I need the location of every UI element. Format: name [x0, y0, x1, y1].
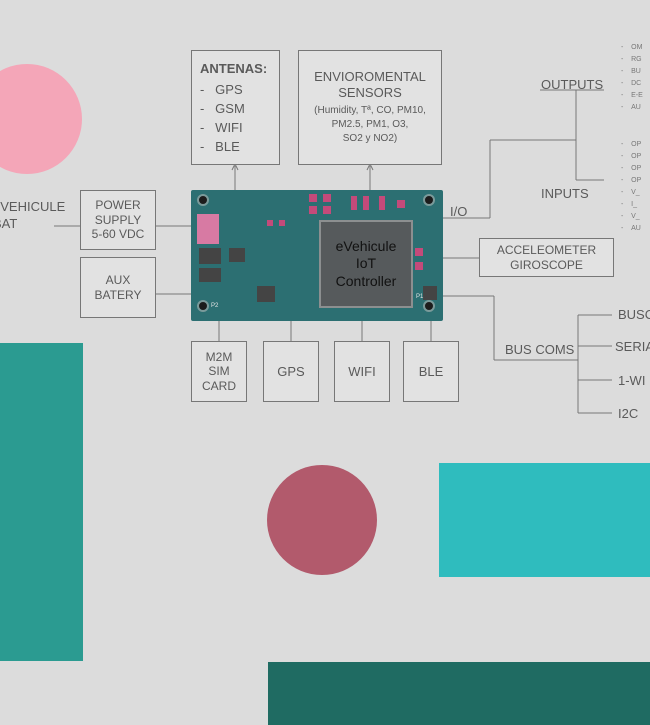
inputs-label: INPUTS	[541, 186, 589, 201]
maroon-circle	[267, 465, 377, 575]
input-item: - V_	[621, 189, 640, 196]
output-item: - BU	[621, 68, 641, 75]
mount-hole	[197, 300, 209, 312]
output-item: - AU	[621, 104, 641, 111]
input-item: - I_	[621, 201, 637, 208]
controller-line-3: Controller	[335, 272, 397, 289]
input-item: - OP	[621, 177, 642, 184]
input-item: - OP	[621, 165, 642, 172]
mount-hole	[423, 194, 435, 206]
bus-coms-label: BUS COMS	[505, 342, 575, 357]
gps-box: GPS	[263, 341, 319, 402]
sensors-line-3: SO2 y NO2)	[342, 132, 398, 144]
pcb-pad	[363, 196, 369, 210]
aux-battery-line-2: BATERY	[94, 287, 142, 302]
pcb-pad	[309, 206, 317, 214]
silk-label-p1: P1	[416, 294, 424, 300]
wifi-label: WIFI	[348, 363, 376, 379]
power-supply-box: POWER SUPPLY 5-60 VDC	[80, 190, 156, 250]
pcb-pad	[279, 220, 285, 226]
aux-battery-box: AUX BATERY	[80, 257, 156, 318]
teal-rect-bottom	[268, 662, 650, 725]
sensors-title-2: SENSORS	[338, 85, 402, 100]
sim-card-box: M2M SIM CARD	[191, 341, 247, 402]
wifi-box: WIFI	[334, 341, 390, 402]
input-item: - OP	[621, 141, 642, 148]
silk-label-p2: P2	[211, 303, 219, 309]
output-item: - E-E	[621, 92, 643, 99]
io-label: I/O	[450, 204, 468, 219]
gps-label: GPS	[277, 363, 305, 379]
accelerometer-line-1: ACCELEOMETER	[496, 243, 597, 258]
pcb-component	[229, 248, 245, 262]
antenas-item-ble: - BLE	[200, 138, 240, 154]
pcb-pad	[323, 194, 331, 202]
pcb-component	[199, 268, 221, 282]
pcb-component	[423, 286, 437, 300]
ble-label: BLE	[418, 363, 444, 379]
pcb-pad	[197, 214, 219, 244]
pcb-pad	[323, 206, 331, 214]
teal-rect-left	[0, 343, 83, 661]
sensors-line-1: (Humidity, Tª, CO, PM10,	[314, 104, 426, 116]
pcb-pad	[267, 220, 273, 226]
teal-rect-right	[439, 463, 650, 577]
antenas-item-gsm: - GSM	[200, 100, 245, 116]
sim-card-line-2: SIM	[208, 364, 230, 379]
bus-item-i2c: I2C	[618, 406, 639, 421]
controller-line-2: IoT	[355, 255, 377, 272]
pcb-pad	[351, 196, 357, 210]
controller-line-1: eVehicule	[335, 237, 397, 254]
pcb-pad	[379, 196, 385, 210]
controller-pcb: eVehicule IoT Controller P1 P2	[191, 190, 443, 321]
antenas-box: ANTENAS: - GPS - GSM - WIFI - BLE	[191, 50, 280, 165]
accelerometer-box: ACCELEOMETER GIROSCOPE	[479, 238, 614, 277]
mount-hole	[197, 194, 209, 206]
pcb-pad	[415, 248, 423, 256]
antenas-item-gps: - GPS	[200, 81, 243, 97]
input-item: - V_	[621, 213, 640, 220]
power-supply-line-1: POWER	[95, 198, 141, 213]
pcb-component	[199, 248, 221, 264]
pcb-pad	[309, 194, 317, 202]
antenas-item-wifi: - WIFI	[200, 119, 243, 135]
bus-item-busc: BUSC	[618, 307, 650, 322]
pcb-pad	[397, 200, 405, 208]
aux-battery-line-1: AUX	[105, 273, 131, 288]
sensors-box: ENVIOROMENTAL SENSORS (Humidity, Tª, CO,…	[298, 50, 442, 165]
pcb-component	[257, 286, 275, 302]
antenas-title: ANTENAS:	[200, 61, 268, 76]
outputs-label: OUTPUTS	[541, 77, 604, 92]
sensors-title-1: ENVIOROMENTAL	[314, 69, 426, 85]
output-item: - RG	[621, 56, 642, 63]
output-item: - DC	[621, 80, 642, 87]
sim-card-line-3: CARD	[201, 378, 236, 393]
mount-hole	[423, 300, 435, 312]
sim-card-line-1: M2M	[205, 349, 233, 364]
vehicle-battery-label: eVEHICULE BAT	[0, 199, 66, 231]
bus-item-serial: SERIA	[615, 339, 650, 354]
bus-item-one-wire: 1-WI	[618, 373, 646, 388]
sensors-line-2: PM2.5, PM1, O3,	[331, 118, 409, 130]
input-item: - AU	[621, 225, 641, 232]
accelerometer-line-2: GIROSCOPE	[510, 257, 583, 272]
power-supply-line-3: 5-60 VDC	[91, 227, 145, 242]
output-item: - OM	[621, 44, 643, 51]
power-supply-line-2: SUPPLY	[94, 212, 142, 227]
input-item: - OP	[621, 153, 642, 160]
pcb-pad	[415, 262, 423, 270]
ble-box: BLE	[403, 341, 459, 402]
controller-chip: eVehicule IoT Controller	[319, 220, 413, 308]
